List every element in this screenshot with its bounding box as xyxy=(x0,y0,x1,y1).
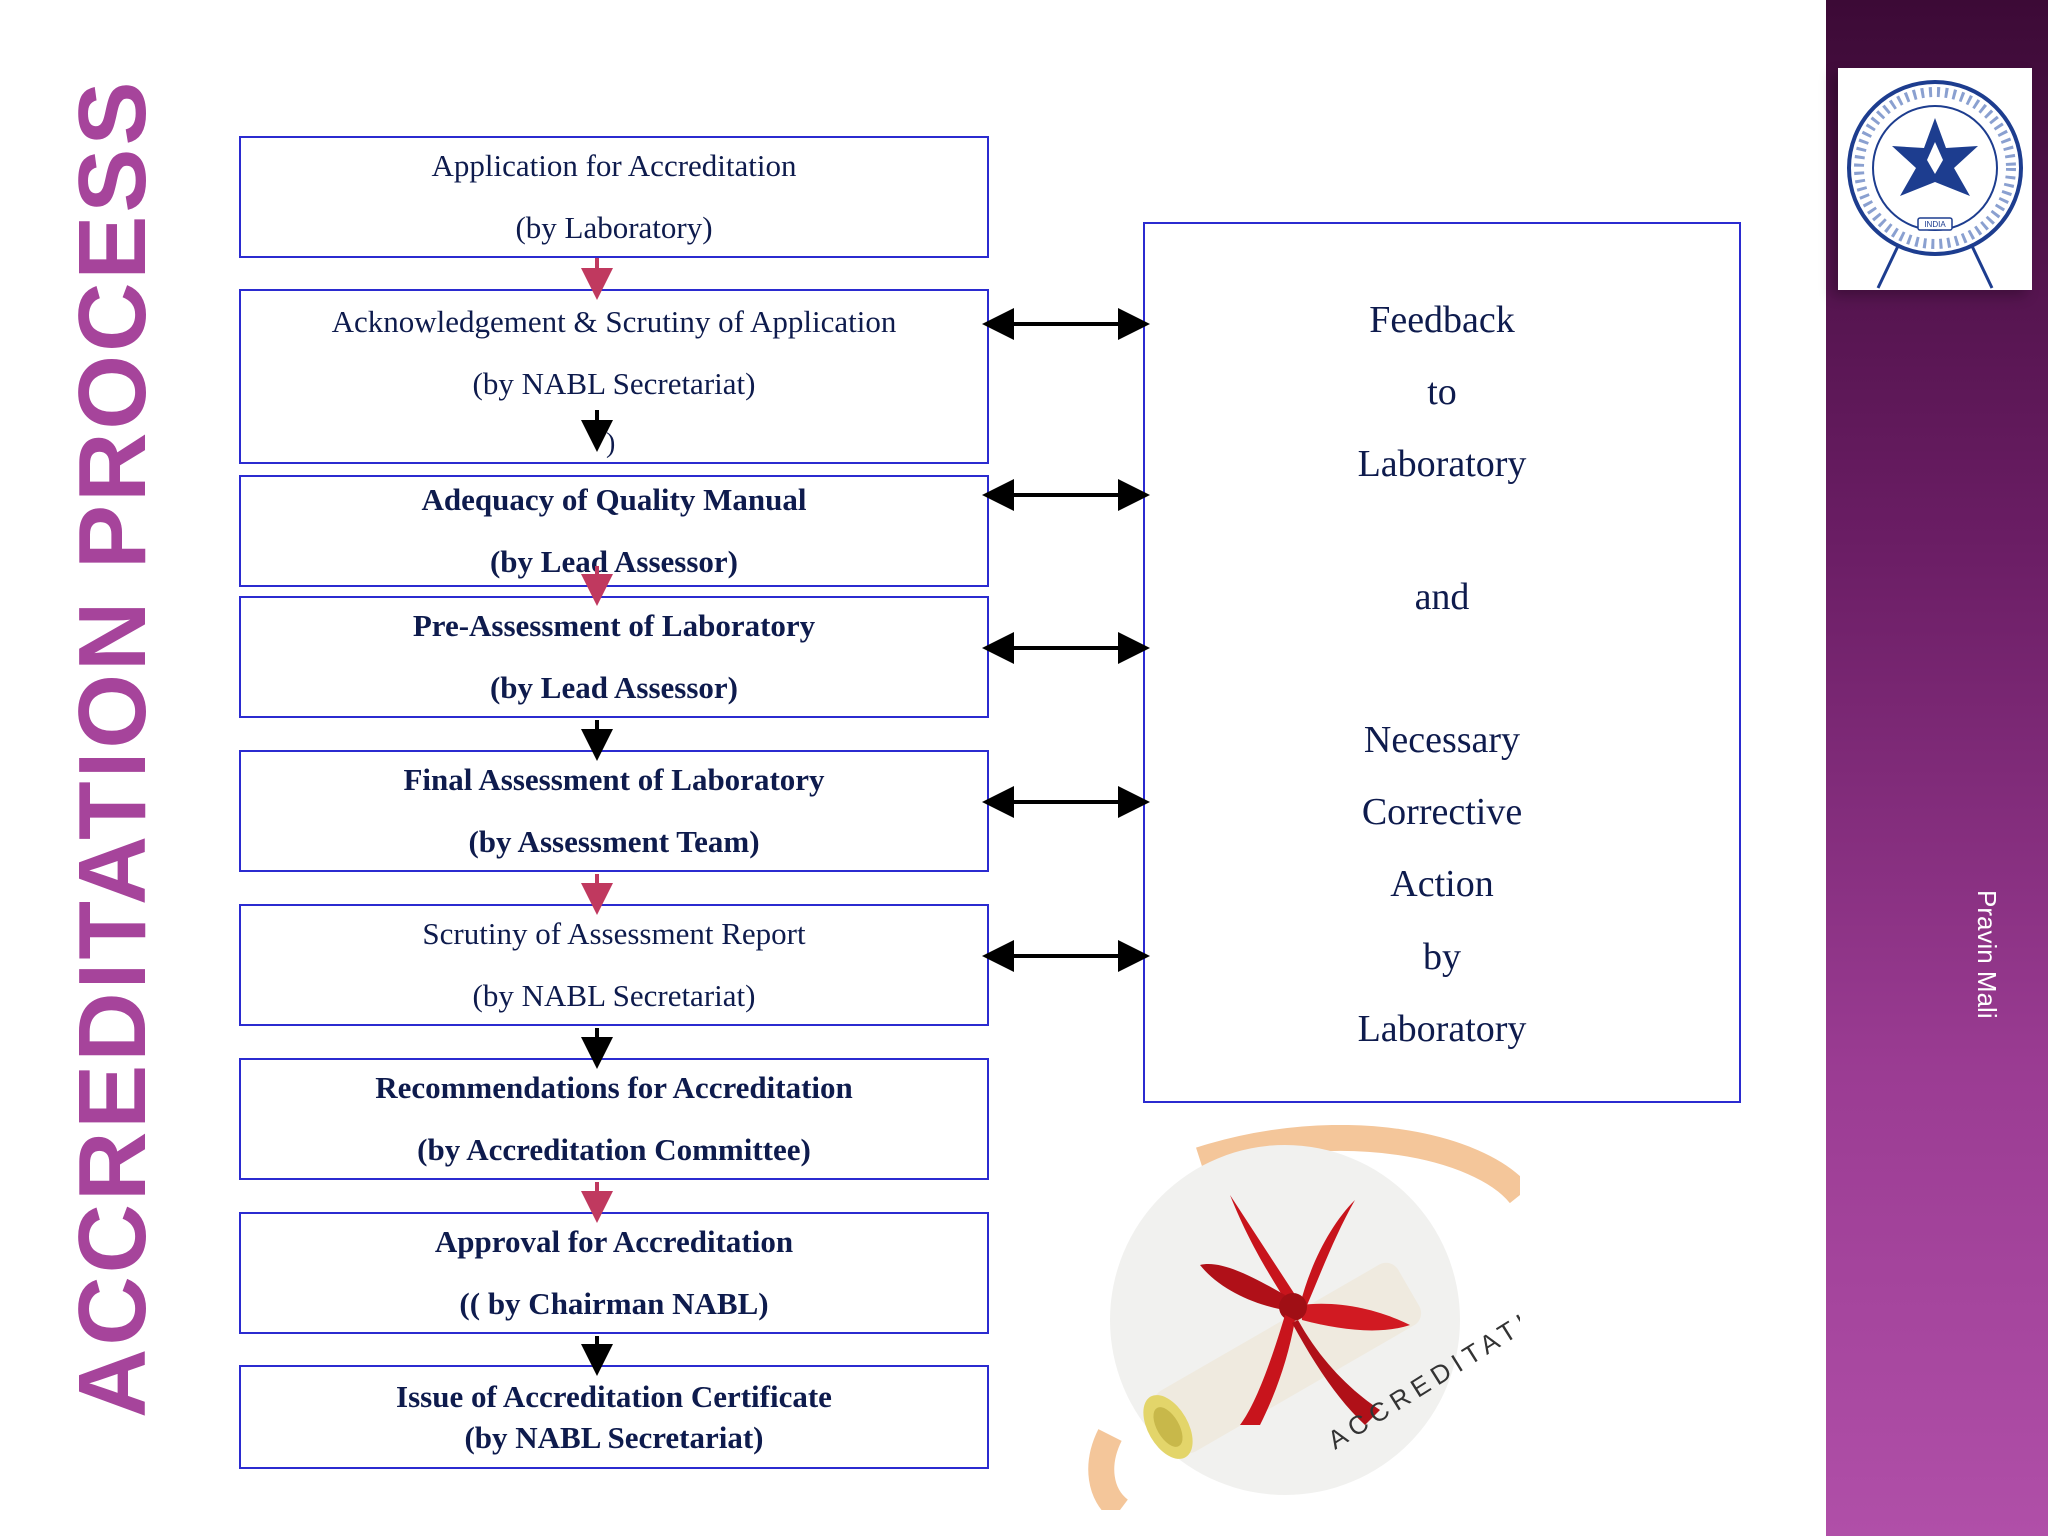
author-name: Pravin Mali xyxy=(1972,890,2002,1019)
feedback-line: Corrective xyxy=(1361,791,1523,833)
step-label: Acknowledgement & Scrutiny of Applicatio… xyxy=(331,304,897,339)
step-application: Application for Accreditation (by Labora… xyxy=(239,136,989,258)
nabl-logo: INDIA xyxy=(1838,68,2032,290)
certificate-illustration: ACCREDITATION xyxy=(1088,1125,1520,1510)
step-adequacy: Adequacy of Quality Manual (by Lead Asse… xyxy=(239,475,989,587)
step-actor: (by Accreditation Committee) xyxy=(417,1132,811,1167)
step-label: Adequacy of Quality Manual xyxy=(421,482,807,517)
step-pre-assessment: Pre-Assessment of Laboratory (by Lead As… xyxy=(239,596,989,718)
feedback-line: Necessary xyxy=(1363,719,1521,761)
step-label: Approval for Accreditation xyxy=(434,1224,794,1259)
feedback-line: Action xyxy=(1390,863,1494,905)
step-acknowledgement: Acknowledgement & Scrutiny of Applicatio… xyxy=(239,289,989,464)
feedback-line: Laboratory xyxy=(1357,1008,1527,1050)
feedback-line: Laboratory xyxy=(1357,443,1527,485)
step-label: Pre-Assessment of Laboratory xyxy=(412,608,816,643)
step-actor: (by NABL Secretariat) xyxy=(472,366,756,401)
feedback-line: Feedback xyxy=(1369,299,1515,341)
step-actor: (by NABL Secretariat) xyxy=(472,978,756,1013)
step-actor: (by NABL Secretariat) xyxy=(464,1420,764,1455)
step-recommendations: Recommendations for Accreditation (by Ac… xyxy=(239,1058,989,1180)
step-scrutiny-report: Scrutiny of Assessment Report (by NABL S… xyxy=(239,904,989,1026)
feedback-line: to xyxy=(1427,371,1457,413)
step-final-assessment: Final Assessment of Laboratory (by Asses… xyxy=(239,750,989,872)
step-actor: (by Lead Assessor) xyxy=(489,544,738,579)
step-issue-certificate: Issue of Accreditation Certificate (by N… xyxy=(239,1365,989,1469)
logo-text: INDIA xyxy=(1924,220,1946,229)
step-label: Final Assessment of Laboratory xyxy=(403,762,825,797)
step-label: Application for Accreditation xyxy=(431,148,797,183)
feedback-line: and xyxy=(1414,576,1470,618)
feedback-line: by xyxy=(1423,936,1461,978)
step-actor: (by Lead Assessor) xyxy=(489,670,738,705)
step-actor: (by Assessment Team) xyxy=(468,824,760,859)
step-approval: Approval for Accreditation (( by Chairma… xyxy=(239,1212,989,1334)
step-label: Issue of Accreditation Certificate xyxy=(396,1379,832,1414)
step-actor: (by Laboratory) xyxy=(515,210,713,245)
step-label: Scrutiny of Assessment Report xyxy=(422,916,806,951)
step-label: Recommendations for Accreditation xyxy=(375,1070,853,1105)
step-actor: (( by Chairman NABL) xyxy=(459,1286,769,1321)
